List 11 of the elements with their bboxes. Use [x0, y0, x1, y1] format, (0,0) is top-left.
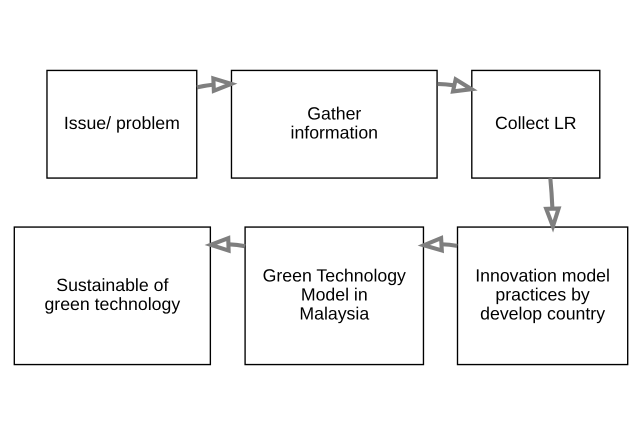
arrow	[418, 235, 458, 254]
node-box: Issue/ problem	[46, 70, 198, 179]
arrow	[204, 235, 246, 254]
node-box: Green Technology Model in Malaysia	[244, 226, 424, 366]
node-box: Sustainable of green technology	[14, 226, 212, 366]
arrow	[543, 178, 562, 233]
node-box: Gather information	[230, 70, 438, 179]
arrow	[196, 76, 238, 94]
node-box: Collect LR	[471, 70, 600, 179]
arrow	[437, 76, 478, 94]
node-box: Innovation model practices by develop country	[456, 226, 628, 366]
